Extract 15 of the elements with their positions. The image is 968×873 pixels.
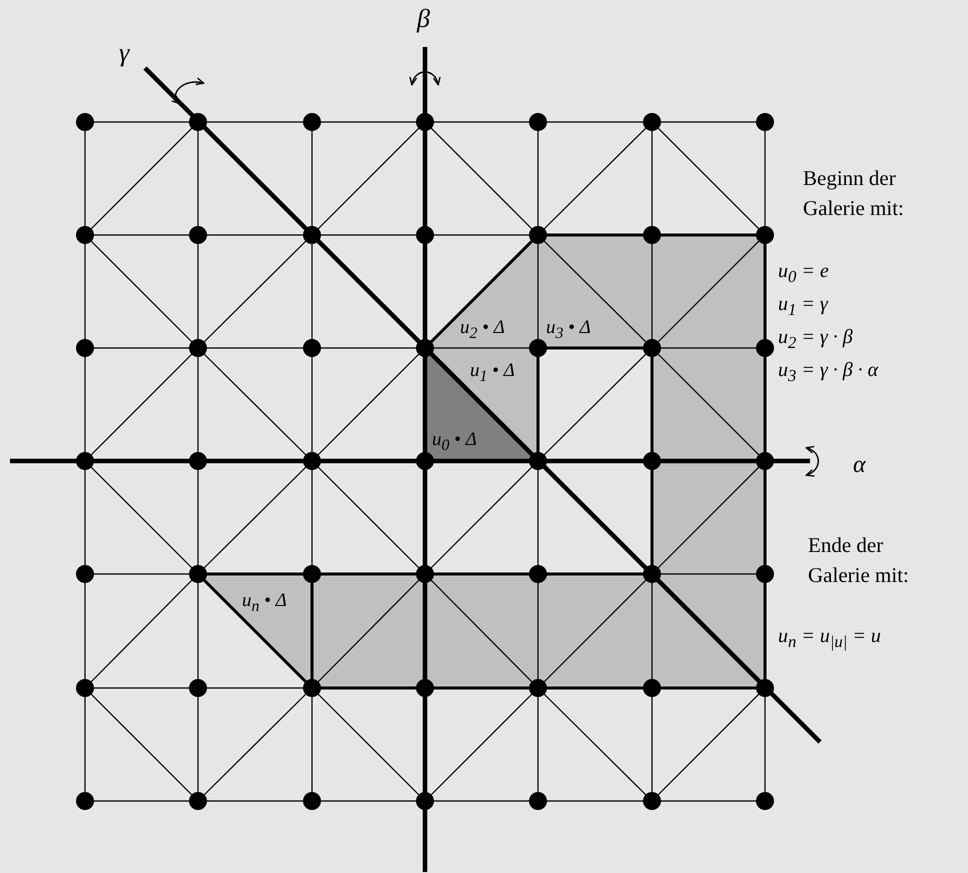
chamber-label: u$_{3}$ • Δ xyxy=(546,318,591,342)
formula: u$_{0}$ = e xyxy=(778,259,829,288)
chamber-label: u$_{0}$ • Δ xyxy=(432,430,477,454)
wall-label: γ xyxy=(119,37,130,69)
chamber-label: u$_{1}$ • Δ xyxy=(470,361,515,385)
formula: u$_{2}$ = γ · β xyxy=(778,325,853,354)
formula: u$_{3}$ = γ · β · α xyxy=(778,358,878,387)
wall-label: β xyxy=(417,3,430,35)
gallery-start-note: Beginn der Galerie mit: xyxy=(803,165,905,222)
chamber-label: u$_{n}$ • Δ xyxy=(242,591,287,615)
wall-label: α xyxy=(853,451,866,480)
formula: u$_{1}$ = γ xyxy=(778,292,828,321)
gallery-end-note: Ende der Galerie mit: xyxy=(808,532,910,590)
chamber-label: u$_{2}$ • Δ xyxy=(460,318,505,342)
formula: u$_{n}$ = u$_{|u|}$ = u xyxy=(778,624,881,653)
